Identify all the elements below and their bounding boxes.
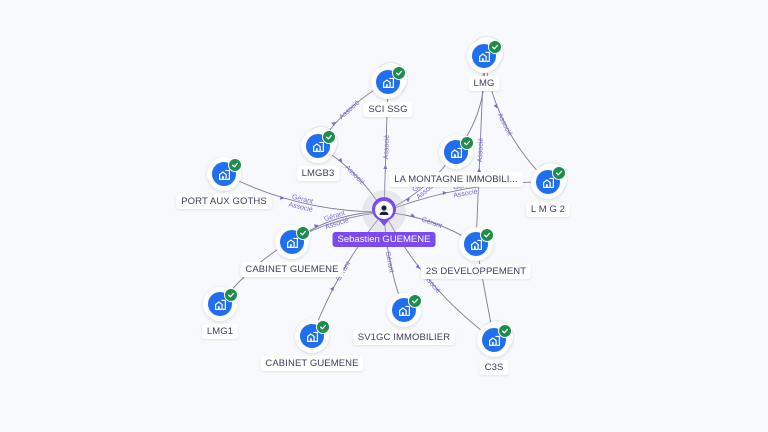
node-label[interactable]: LMG: [468, 76, 500, 91]
node-label[interactable]: 2S DEVELOPPEMENT: [420, 264, 532, 279]
edge-label-group: Associé: [493, 103, 513, 137]
edge-arrow-icon: [279, 195, 285, 200]
node-label[interactable]: LMG1: [201, 324, 239, 339]
verified-check-icon: [480, 228, 494, 242]
center-person-label[interactable]: Sebastien GUEMENE: [332, 232, 436, 247]
verified-check-icon: [392, 66, 406, 80]
edge-arrow-icon: [493, 103, 498, 109]
node-label[interactable]: CABINET GUEMENE: [240, 262, 344, 277]
edge-center-lmg2[interactable]: [383, 181, 549, 213]
verified-check-icon: [228, 158, 242, 172]
node-label[interactable]: PORT AUX GOTHS: [176, 194, 272, 209]
node-label[interactable]: LMGB3: [296, 166, 340, 181]
edge-label: Gérant: [420, 216, 443, 230]
node-label[interactable]: LA MONTAGNE IMMOBILI...: [389, 172, 523, 187]
edge-arrow-icon: [330, 286, 334, 292]
verified-check-icon: [488, 40, 502, 54]
verified-check-icon: [316, 320, 330, 334]
node-label[interactable]: SCI SSG: [363, 102, 413, 117]
edge-label: Associé: [477, 138, 485, 163]
edge-label-group: Associé: [477, 138, 485, 173]
verified-check-icon: [552, 166, 566, 180]
verified-check-icon: [460, 136, 474, 150]
edge-label: Gérant: [291, 194, 313, 206]
edge-label: Associé: [496, 112, 513, 137]
edge-arrow-icon: [415, 264, 420, 269]
edge-lmg-lmg2[interactable]: [483, 55, 549, 183]
person-icon: [372, 197, 396, 226]
verified-check-icon: [322, 130, 336, 144]
verified-check-icon: [296, 226, 310, 240]
edge-label: Associé: [343, 164, 365, 186]
node-label[interactable]: L M G 2: [525, 202, 571, 217]
edge-center-port-aux-goths[interactable]: [223, 173, 385, 213]
edge-label: Associé: [338, 99, 361, 121]
verified-check-icon: [498, 324, 512, 338]
verified-check-icon: [408, 294, 422, 308]
edge-arrow-icon: [331, 121, 336, 126]
edge-center-c3s[interactable]: [383, 211, 495, 341]
edge-arrow-icon: [477, 167, 482, 173]
edge-label-group: Gérant: [410, 213, 443, 230]
edge-arrow-icon: [313, 224, 319, 229]
verified-check-icon: [224, 288, 238, 302]
node-label[interactable]: SV1GC IMMOBILIER: [352, 330, 456, 345]
edge-arrow-icon: [410, 213, 415, 217]
edge-label: Gérant: [384, 251, 395, 273]
edge-arrow-icon: [383, 164, 388, 170]
node-label[interactable]: CABINET GUEMENE: [260, 356, 364, 371]
edge-label: Associé: [383, 135, 391, 160]
edge-arrow-icon: [405, 198, 411, 203]
edge-arrow-icon: [442, 191, 447, 196]
edge-label-group: Associé: [383, 135, 391, 170]
edge-label: Associé: [453, 188, 478, 199]
node-label[interactable]: C3S: [479, 360, 509, 375]
